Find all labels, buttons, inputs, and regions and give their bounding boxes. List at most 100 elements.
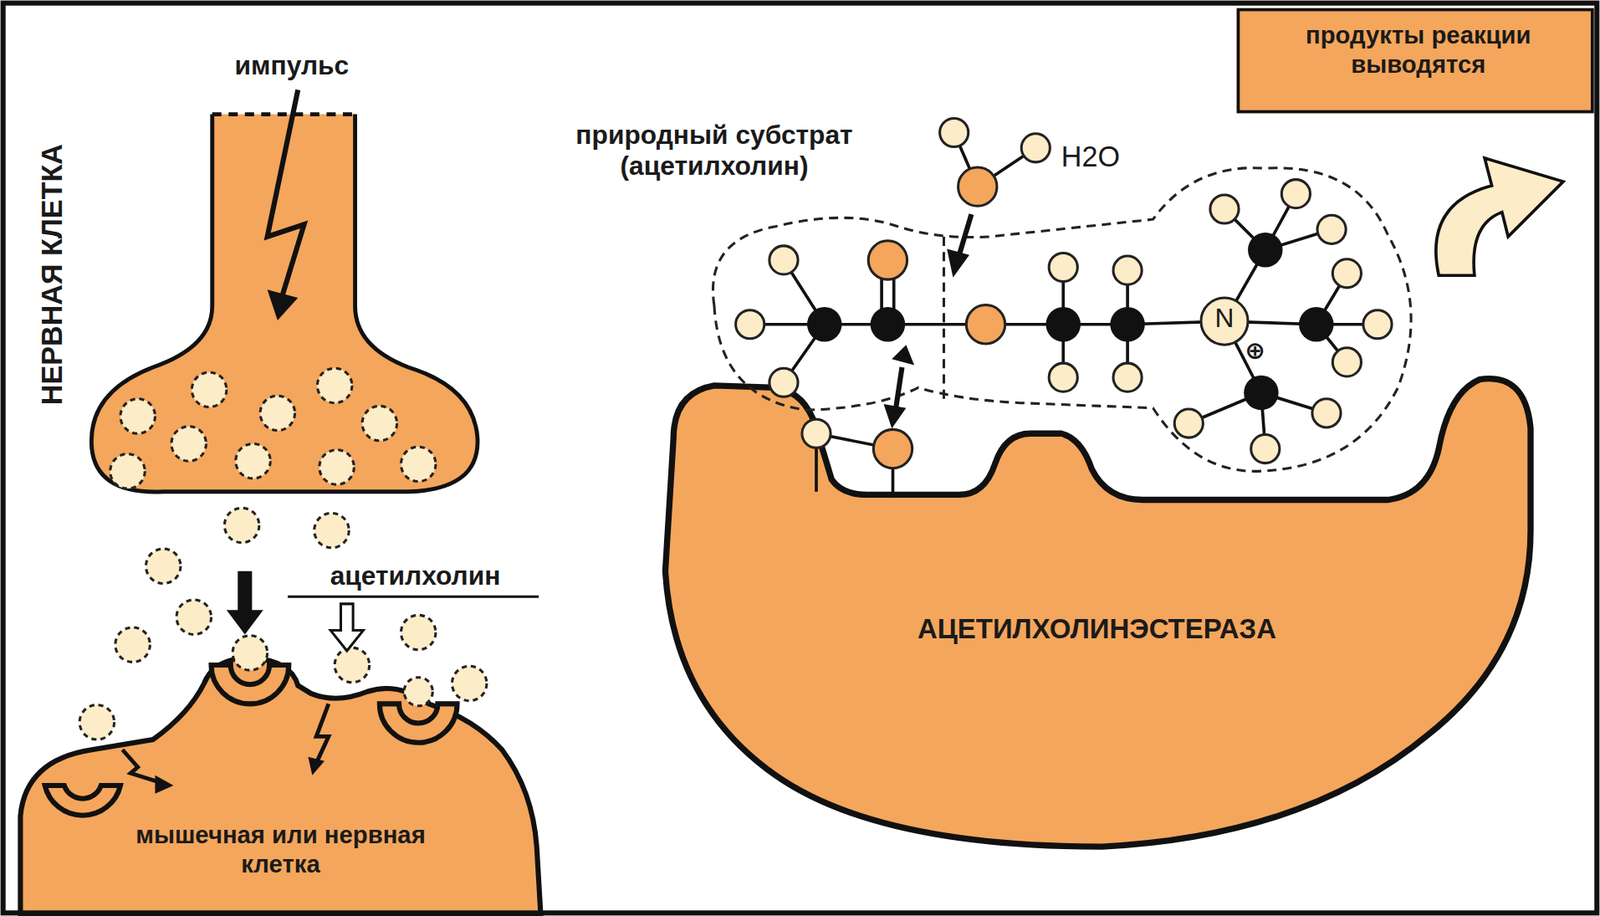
drawing-circle: [319, 449, 354, 485]
drawing-path: [91, 114, 478, 492]
drawing-circle: [873, 429, 912, 468]
drawing-circle: [769, 245, 798, 275]
node-text: продукты реакции выводятся: [1250, 21, 1588, 78]
drawing-circle: [802, 419, 831, 448]
substrate-label: природный субстрат (ацетилхолин): [495, 120, 935, 182]
drawing-polygon: [226, 571, 264, 635]
drawing-circle: [1317, 214, 1346, 244]
drawing-circle: [1021, 133, 1050, 163]
drawing-circle: [1247, 232, 1283, 267]
products-box: продукты реакции выводятся: [1237, 8, 1595, 114]
target-cell: мышечная или нервная клетка: [0, 642, 557, 916]
drawing-circle: [966, 305, 1005, 344]
drawing-circle: [176, 599, 211, 634]
drawing-polygon: [884, 403, 907, 429]
drawing-circle: [1332, 259, 1361, 288]
water-label: H2O: [1061, 140, 1144, 174]
drawing-circle: [1298, 306, 1334, 342]
drawing-circle: [736, 310, 765, 339]
drawing-circle: [1109, 306, 1145, 342]
drawing-circle: [260, 395, 295, 430]
drawing-circle: [232, 635, 267, 670]
vertical-label: НЕРВНАЯ КЛЕТКА: [36, 81, 70, 469]
drawing-circle: [1251, 434, 1280, 463]
drawing-circle: [1312, 398, 1341, 428]
enzyme-shape: [643, 367, 1552, 857]
drawing-line: [942, 236, 946, 400]
drawing-circle: [1113, 255, 1142, 285]
drawing-circle: [870, 306, 905, 342]
drawing-path: [211, 664, 290, 704]
drawing-line: [959, 214, 972, 256]
drawing-circle: [224, 507, 259, 542]
drawing-polygon: [330, 603, 363, 651]
drawing-circle: [120, 398, 155, 434]
drawing-path: [45, 785, 121, 816]
drawing-circle: [769, 368, 798, 397]
nerve-terminal: [91, 114, 478, 492]
drawing-circle: [958, 167, 997, 206]
node-text: АЦЕТИЛХОЛИНЭСТЕРАЗА: [745, 613, 1450, 646]
drawing-circle: [868, 240, 907, 280]
drawing-polygon: [267, 289, 299, 321]
drawing-g: [807, 232, 1335, 410]
drawing-circle: [1363, 310, 1392, 339]
drawing-path: [20, 658, 541, 916]
charge-symbol: ⊕: [1238, 336, 1272, 365]
drawing-circle: [334, 647, 369, 682]
drawing-circle: [1210, 194, 1239, 224]
drawing-polyline: [267, 89, 305, 298]
reaction-arrows: [884, 214, 972, 429]
impulse-label: импульс: [199, 51, 384, 82]
acetylcholine-molecule: [712, 117, 1564, 498]
drawing-polygon: [154, 775, 174, 794]
drawing-circle: [1332, 347, 1361, 377]
exit-arrow: [1436, 158, 1564, 276]
drawing-g: [736, 117, 1392, 463]
drawing-path: [91, 114, 478, 492]
drawing-g: [232, 635, 433, 706]
drawing-circle: [1113, 362, 1142, 392]
drawing-path: [712, 168, 1411, 472]
drawing-circle: [1048, 362, 1078, 392]
drawing-line: [287, 595, 539, 599]
vesicles: [79, 368, 487, 740]
drawing-circle: [314, 512, 349, 547]
drawing-circle: [807, 306, 842, 342]
drawing-g: [122, 703, 328, 783]
drawing-polygon: [307, 756, 325, 776]
drawing-circle: [1048, 252, 1078, 282]
node-text: мышечная или нервная клетка: [97, 821, 465, 878]
drawing-circle: [1046, 306, 1081, 342]
drawing-circle: [316, 368, 352, 403]
drawing-circle: [235, 443, 271, 478]
drawing-circle: [362, 405, 397, 440]
drawing-circle: [403, 677, 433, 706]
drawing-circle: [191, 372, 226, 407]
impulse-bolt: [267, 89, 305, 321]
drawing-circle: [79, 705, 114, 740]
drawing-polygon: [946, 249, 970, 278]
drawing-circle: [1174, 408, 1203, 438]
drawing-circle: [145, 548, 180, 583]
drawing-path: [664, 378, 1531, 847]
enzyme-body: АЦЕТИЛХОЛИНЭСТЕРАЗА: [643, 367, 1552, 857]
drawing-circle: [1243, 375, 1278, 410]
drawing-circle: [171, 426, 206, 461]
drawing-circle: [1201, 297, 1248, 345]
drawing-circle: [115, 627, 150, 662]
nitrogen-symbol: N: [1201, 303, 1248, 334]
drawing-circle: [1281, 179, 1310, 209]
drawing-polyline: [316, 703, 329, 763]
drawing-path: [379, 703, 458, 742]
drawing-g: [868, 167, 1005, 469]
drawing-circle: [110, 454, 145, 489]
drawing-line: [895, 367, 902, 409]
drawing-circle: [400, 446, 435, 481]
drawing-g: [45, 664, 458, 816]
drawing-circle: [940, 117, 969, 147]
transmitter-label: ацетилхолин: [287, 561, 543, 592]
drawing-circle: [451, 665, 486, 701]
drawing-line: [212, 112, 356, 117]
